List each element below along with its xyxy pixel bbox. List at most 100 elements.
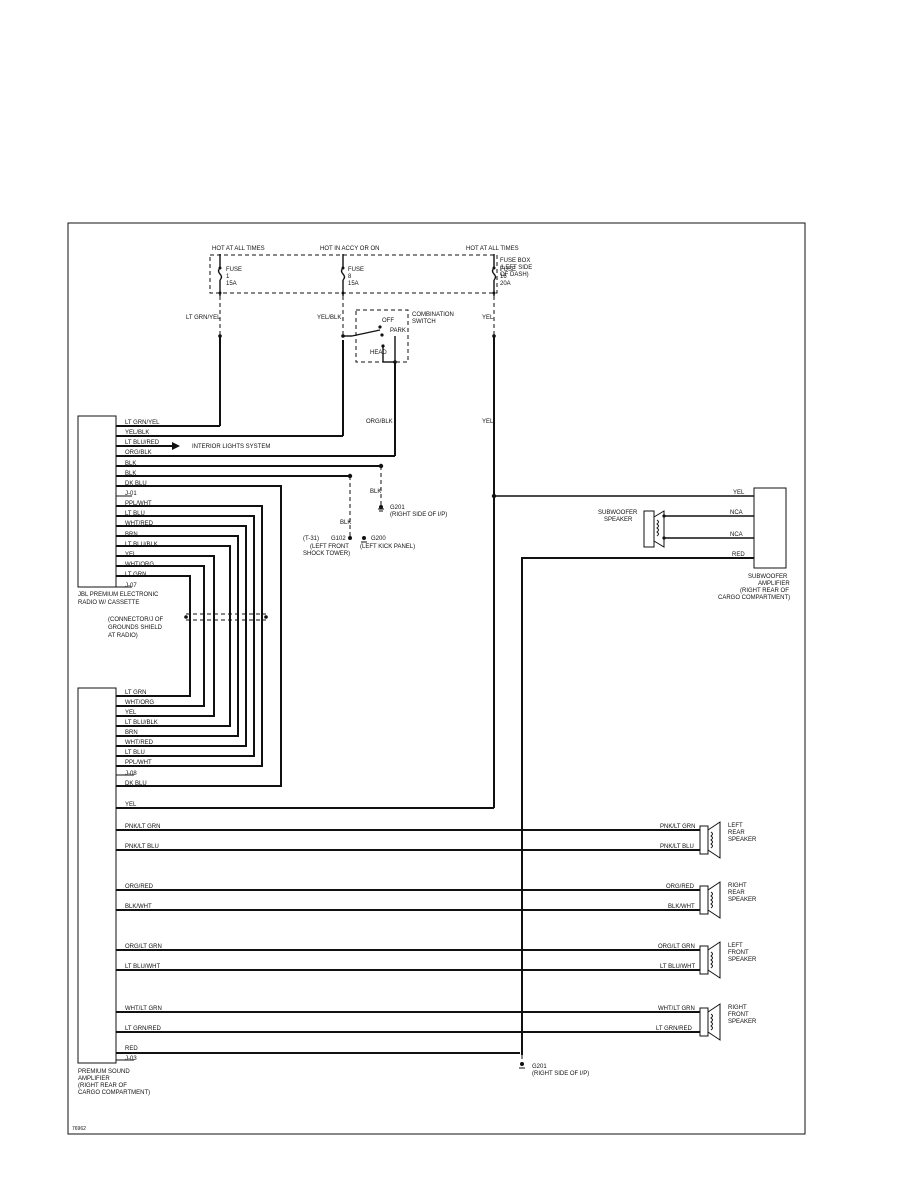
radio-wire-label: BLK	[125, 471, 136, 477]
amp-wire-label: WHT/LT GRN	[125, 1006, 162, 1012]
speaker-wire-right: ORG/LT GRN	[658, 944, 695, 950]
g200-desc: (LEFT KICK PANEL)	[360, 544, 415, 550]
switch-pos-head: HEAD	[370, 350, 387, 356]
sub-amp-wire-yel: YEL	[733, 490, 745, 496]
amp-wire-label: LT GRN	[125, 690, 146, 696]
amplifier-wiring: LT GRN WHT/ORG YEL LT BLU/BLK BRN WHT/RE…	[116, 690, 700, 1077]
amp-wire-label: WHT/RED	[125, 740, 154, 746]
left-rear-speaker: PNK/LT GRN PNK/LT BLU LEFT REAR SPEAKER	[660, 821, 757, 859]
amp-wire-label: J-08	[125, 771, 137, 777]
fuse16-number: 16	[500, 274, 507, 280]
amp-wire-label: BLK/WHT	[125, 904, 152, 910]
speaker-label-1: LEFT	[728, 943, 743, 949]
fuse8-name: FUSE	[348, 267, 364, 273]
fuse1-name: FUSE	[226, 267, 242, 273]
figure-number: 76962	[72, 1126, 86, 1132]
combo-switch-label-1: COMBINATION	[412, 312, 454, 318]
combination-switch: COMBINATION SWITCH OFF PARK HEAD ORG/BLK	[342, 309, 454, 456]
shield-note-1: (CONNECTOR/J OF	[108, 617, 164, 623]
amp-wire-label: YEL	[125, 710, 137, 716]
interior-lights-label: INTERIOR LIGHTS SYSTEM	[192, 444, 270, 450]
supply-label-3: HOT AT ALL TIMES	[466, 246, 519, 252]
speaker-wire-right: PNK/LT BLU	[660, 844, 694, 850]
diagram-frame	[67, 222, 806, 1135]
amp-wire-label: PNK/LT BLU	[125, 844, 159, 850]
fuse-box-label-3: OF DASH)	[500, 272, 529, 278]
sub-amp-wire-nca-1: NCA	[730, 510, 743, 516]
ground-g200: G200 (LEFT KICK PANEL)	[360, 536, 415, 550]
amp-wire-label: LT BLU/WHT	[125, 964, 160, 970]
speaker-label-3: SPEAKER	[728, 957, 757, 963]
amp-wire-label: BRN	[125, 730, 138, 736]
speaker-wire-right: ORG/RED	[666, 884, 695, 890]
amp-wire-label: YEL	[125, 802, 137, 808]
speaker-label-3: SPEAKER	[728, 837, 757, 843]
g201-upper-id: G201	[390, 505, 405, 511]
g201-lower-id: G201	[532, 1064, 547, 1070]
radio-unit: JBL PREMIUM ELECTRONIC RADIO W/ CASSETTE	[77, 415, 159, 606]
amp-label-4: CARGO COMPARTMENT)	[78, 1090, 150, 1096]
fuse-output-wires: LT GRN/YEL YEL/BLK YEL YEL	[186, 296, 497, 808]
ground-wire-blk-2: BLK	[340, 520, 351, 526]
amp-wire-label: WHT/ORG	[125, 700, 154, 706]
speaker-label-2: REAR	[728, 890, 745, 896]
amp-wire-label: DK BLU	[125, 781, 147, 787]
radio-wire-label: LT GRN/YEL	[125, 420, 160, 426]
amp-wire-label: J-03	[125, 1056, 137, 1062]
radio-wire-label: LT BLU/RED	[125, 440, 160, 446]
radio-wire-label: WHT/RED	[125, 521, 154, 527]
subwoofer-speaker-label-1: SUBWOOFER	[598, 510, 638, 516]
speaker-wire-right: PNK/LT GRN	[660, 824, 695, 830]
radio-wire-label: J-01	[125, 491, 137, 497]
fuse-box-label-2: (LEFT SIDE	[500, 265, 532, 271]
shield-note-3: AT RADIO)	[108, 633, 138, 639]
amp-label-1: PREMIUM SOUND	[78, 1069, 130, 1075]
radio-label-1: JBL PREMIUM ELECTRONIC	[78, 592, 159, 598]
g102-desc-1: (LEFT FRONT	[310, 544, 349, 550]
radio-wire-label: YEL/BLK	[125, 430, 149, 436]
amp-label-2: AMPLIFIER	[78, 1076, 110, 1082]
amp-wire-label: PNK/LT GRN	[125, 824, 160, 830]
g102-id: G102	[331, 536, 346, 542]
ground-wire-blk-1: BLK	[370, 489, 381, 495]
shield-note-2: GROUNDS SHIELD	[108, 625, 163, 631]
radio-wire-label: J-07	[125, 583, 137, 589]
amp-wire-label: PPL/WHT	[125, 760, 152, 766]
fuse16-rating: 20A	[500, 281, 511, 287]
premium-amplifier: PREMIUM SOUND AMPLIFIER (RIGHT REAR OF C…	[77, 687, 150, 1096]
speaker-label-2: FRONT	[728, 950, 749, 956]
fuse8-rating: 15A	[348, 281, 359, 287]
sub-amp-label-1: SUBWOOFER	[748, 574, 788, 580]
sub-amp-wire-nca-2: NCA	[730, 532, 743, 538]
speaker-wire-right: LT GRN/RED	[656, 1026, 692, 1032]
amp-wire-label: LT BLU	[125, 750, 145, 756]
g102-desc-2: SHOCK TOWER)	[303, 551, 350, 557]
g201-upper-desc: (RIGHT SIDE OF I/P)	[390, 512, 447, 518]
speaker-label-3: SPEAKER	[728, 1019, 757, 1025]
wire-label-yel-mid: YEL	[482, 419, 494, 425]
sub-amp-label-4: CARGO COMPARTMENT)	[718, 595, 790, 601]
subwoofer-speaker: SUBWOOFER SPEAKER	[598, 510, 666, 548]
supply-label-1: HOT AT ALL TIMES	[212, 246, 265, 252]
speaker-label-1: LEFT	[728, 823, 743, 829]
wire-label-org-blk: ORG/BLK	[366, 419, 393, 425]
wire-label-yel-top: YEL	[482, 315, 494, 321]
sub-amp-wire-red: RED	[732, 552, 745, 558]
wire-label-lt-grn-yel: LT GRN/YEL	[186, 315, 221, 321]
g201-lower-desc: (RIGHT SIDE OF I/P)	[532, 1071, 589, 1077]
radio-wire-label: LT BLU	[125, 511, 145, 517]
left-front-speaker: ORG/LT GRN LT BLU/WHT LEFT FRONT SPEAKER	[658, 941, 757, 979]
speaker-label-1: RIGHT	[728, 883, 747, 889]
speaker-label-1: RIGHT	[728, 1005, 747, 1011]
fuse16-name: FUSE	[500, 267, 516, 273]
radio-wire-label: BLK	[125, 461, 136, 467]
sub-amp-label-2: AMPLIFIER	[758, 581, 790, 587]
ground-g201-upper: G201 (RIGHT SIDE OF I/P)	[378, 505, 447, 518]
speaker-wire-right: BLK/WHT	[668, 904, 695, 910]
radio-wire-label: DK BLU	[125, 481, 147, 487]
speaker-label-2: FRONT	[728, 1012, 749, 1018]
amp-wire-label: ORG/LT GRN	[125, 944, 162, 950]
fuse1-rating: 15A	[226, 281, 237, 287]
supply-label-2: HOT IN ACCY OR ON	[320, 246, 379, 252]
combo-switch-label-2: SWITCH	[412, 319, 436, 325]
